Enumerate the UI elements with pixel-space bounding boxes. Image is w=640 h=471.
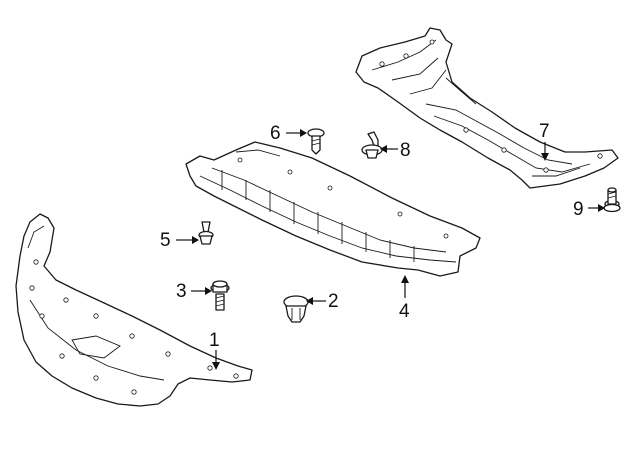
part-2-push-clip bbox=[283, 295, 309, 323]
callout-6-label: 6 bbox=[270, 123, 281, 144]
callout-4: 4 bbox=[399, 275, 410, 322]
part-8-retainer-clip bbox=[361, 131, 383, 159]
callout-6: 6 bbox=[270, 123, 307, 144]
part-1-front-lower-deflector bbox=[15, 213, 253, 407]
callout-2: 2 bbox=[306, 291, 339, 312]
part-4-lower-splash-shield bbox=[185, 141, 481, 277]
callout-7: 7 bbox=[539, 121, 550, 161]
part-3-flange-bolt bbox=[210, 280, 230, 311]
part-9-bolt bbox=[603, 187, 621, 213]
callout-2-label: 2 bbox=[328, 291, 339, 312]
callout-3-label: 3 bbox=[176, 281, 187, 302]
callout-5: 5 bbox=[160, 230, 199, 251]
part-5-pin-clip bbox=[198, 221, 214, 245]
callout-1-label: 1 bbox=[209, 330, 220, 351]
callout-9-label: 9 bbox=[573, 199, 584, 220]
callout-3: 3 bbox=[176, 281, 212, 302]
callout-8-label: 8 bbox=[400, 140, 411, 161]
callout-7-label: 7 bbox=[539, 121, 550, 142]
part-6-screw bbox=[307, 128, 325, 155]
callout-5-label: 5 bbox=[160, 230, 171, 251]
callout-9: 9 bbox=[573, 199, 605, 220]
part-7-radiator-support-shield bbox=[355, 27, 619, 189]
callout-1: 1 bbox=[209, 330, 220, 370]
callout-4-label: 4 bbox=[399, 301, 410, 322]
callout-8: 8 bbox=[380, 140, 411, 161]
